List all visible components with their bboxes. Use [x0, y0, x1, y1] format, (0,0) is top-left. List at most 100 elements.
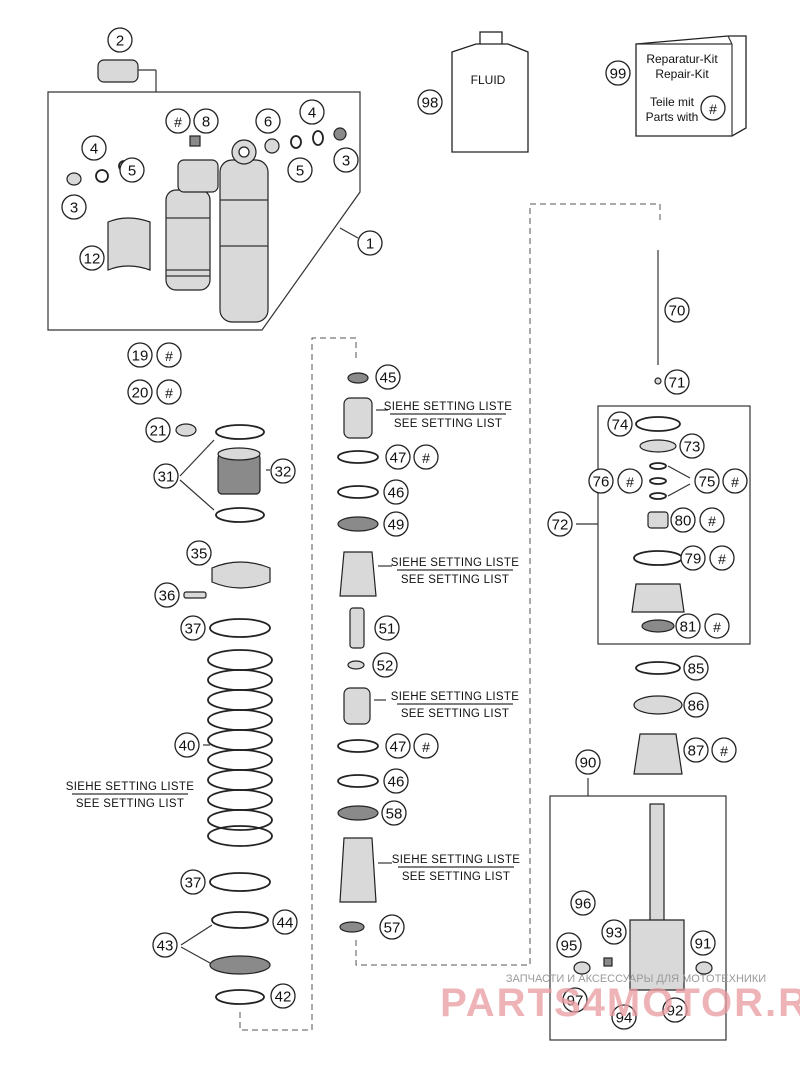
watermark: ЗАПЧАСТИ И АКСЕССУАРЫ ДЛЯ МОТОТЕХНИКИ PA… — [440, 973, 800, 1025]
callout-label: 80 — [675, 513, 692, 530]
callout-c35: 35 — [186, 540, 212, 566]
callout-label: # — [731, 474, 739, 490]
setting-note-line2: SEE SETTING LIST — [401, 708, 509, 720]
callout-circle — [575, 749, 601, 775]
callout-label: 12 — [84, 251, 101, 268]
callout-label: # — [720, 743, 728, 759]
callout-c90: 90 — [575, 749, 601, 775]
callout-c52: 52 — [372, 652, 398, 678]
callout-label: 3 — [342, 153, 350, 170]
callout-circle — [379, 914, 405, 940]
callout-label: 31 — [158, 469, 175, 486]
callout-label: 95 — [561, 938, 578, 955]
callout-label: 44 — [277, 915, 294, 932]
callout-label: 3 — [70, 200, 78, 217]
callout-circle — [272, 909, 298, 935]
setting-note-line1: SIEHE SETTING LISTE — [66, 781, 194, 793]
callout-circle — [174, 732, 200, 758]
callout-label: 47 — [390, 739, 407, 756]
callout-label: # — [165, 348, 173, 364]
setting-note-line2: SEE SETTING LIST — [76, 798, 184, 810]
callout-circle — [153, 463, 179, 489]
callout-h20: # — [156, 379, 182, 405]
callout-circle — [680, 545, 706, 571]
callout-c1: 1 — [357, 230, 383, 256]
callout-circle — [662, 997, 688, 1023]
callout-circle — [381, 800, 407, 826]
callout-c93: 93 — [601, 919, 627, 945]
callout-label: 19 — [132, 348, 149, 365]
callout-label: 75 — [699, 474, 716, 491]
callout-c42: 42 — [270, 983, 296, 1009]
callout-c46b: 46 — [383, 768, 409, 794]
callout-label: # — [174, 114, 182, 130]
callout-label: 46 — [388, 774, 405, 791]
callout-c72: 72 — [547, 511, 573, 537]
callout-c19: 19 — [127, 342, 153, 368]
callout-c37a: 37 — [180, 615, 206, 641]
callout-circle — [664, 369, 690, 395]
callout-label: 90 — [580, 755, 597, 772]
callout-c51: 51 — [374, 615, 400, 641]
callout-label: 46 — [388, 485, 405, 502]
callout-c45: 45 — [375, 364, 401, 390]
callout-label: 96 — [575, 896, 592, 913]
callout-c21: 21 — [145, 417, 171, 443]
callout-label: 20 — [132, 385, 149, 402]
callout-label: 49 — [388, 517, 405, 534]
callout-circle — [333, 147, 359, 173]
repair-kit-line3: Teile mit — [650, 95, 695, 109]
callout-c6: 6 — [255, 108, 281, 134]
callout-circle — [683, 692, 709, 718]
callout-label: 85 — [688, 661, 705, 678]
callout-label: 40 — [179, 738, 196, 755]
callout-circle — [700, 95, 726, 121]
callout-label: # — [422, 739, 430, 755]
callout-circle — [664, 297, 690, 323]
callout-circle — [287, 157, 313, 183]
callout-c79: 79 — [680, 545, 706, 571]
callout-c32: 32 — [270, 458, 296, 484]
callout-c46a: 46 — [383, 479, 409, 505]
spring-column-parts — [175, 423, 273, 1005]
spring — [207, 649, 273, 847]
setting-note-line1: SIEHE SETTING LISTE — [384, 401, 512, 413]
callout-h47b: # — [413, 733, 439, 759]
callout-label: # — [708, 513, 716, 529]
callout-label: # — [718, 551, 726, 567]
callout-c2: 2 — [107, 27, 133, 53]
callout-label: # — [422, 450, 430, 466]
callout-circle — [186, 540, 212, 566]
callout-label: 81 — [680, 619, 697, 636]
setting-note-line2: SEE SETTING LIST — [402, 871, 510, 883]
callout-circle — [694, 468, 720, 494]
repair-kit-line2: Repair-Kit — [655, 67, 709, 81]
callout-circle — [670, 507, 696, 533]
callout-circle — [383, 511, 409, 537]
callout-label: 8 — [202, 114, 210, 131]
callout-h81: # — [704, 613, 730, 639]
callout-circle — [81, 135, 107, 161]
callout-c4b: 4 — [299, 99, 325, 125]
callout-circle — [127, 379, 153, 405]
callout-label: 93 — [606, 925, 623, 942]
callout-c98: 98 — [417, 89, 443, 115]
callout-circle — [145, 417, 171, 443]
callout-label: 86 — [688, 698, 705, 715]
callout-label: 94 — [616, 1010, 633, 1027]
cylinder-head-group — [549, 250, 751, 1041]
callout-label: # — [713, 619, 721, 635]
callout-circle — [156, 342, 182, 368]
callout-circle — [154, 582, 180, 608]
callout-c92: 92 — [662, 997, 688, 1023]
callout-label: 42 — [275, 989, 292, 1006]
callout-c71: 71 — [664, 369, 690, 395]
callout-c94: 94 — [611, 1004, 637, 1030]
callout-label: 43 — [157, 938, 174, 955]
callout-label: # — [626, 474, 634, 490]
callout-label: 47 — [390, 450, 407, 467]
